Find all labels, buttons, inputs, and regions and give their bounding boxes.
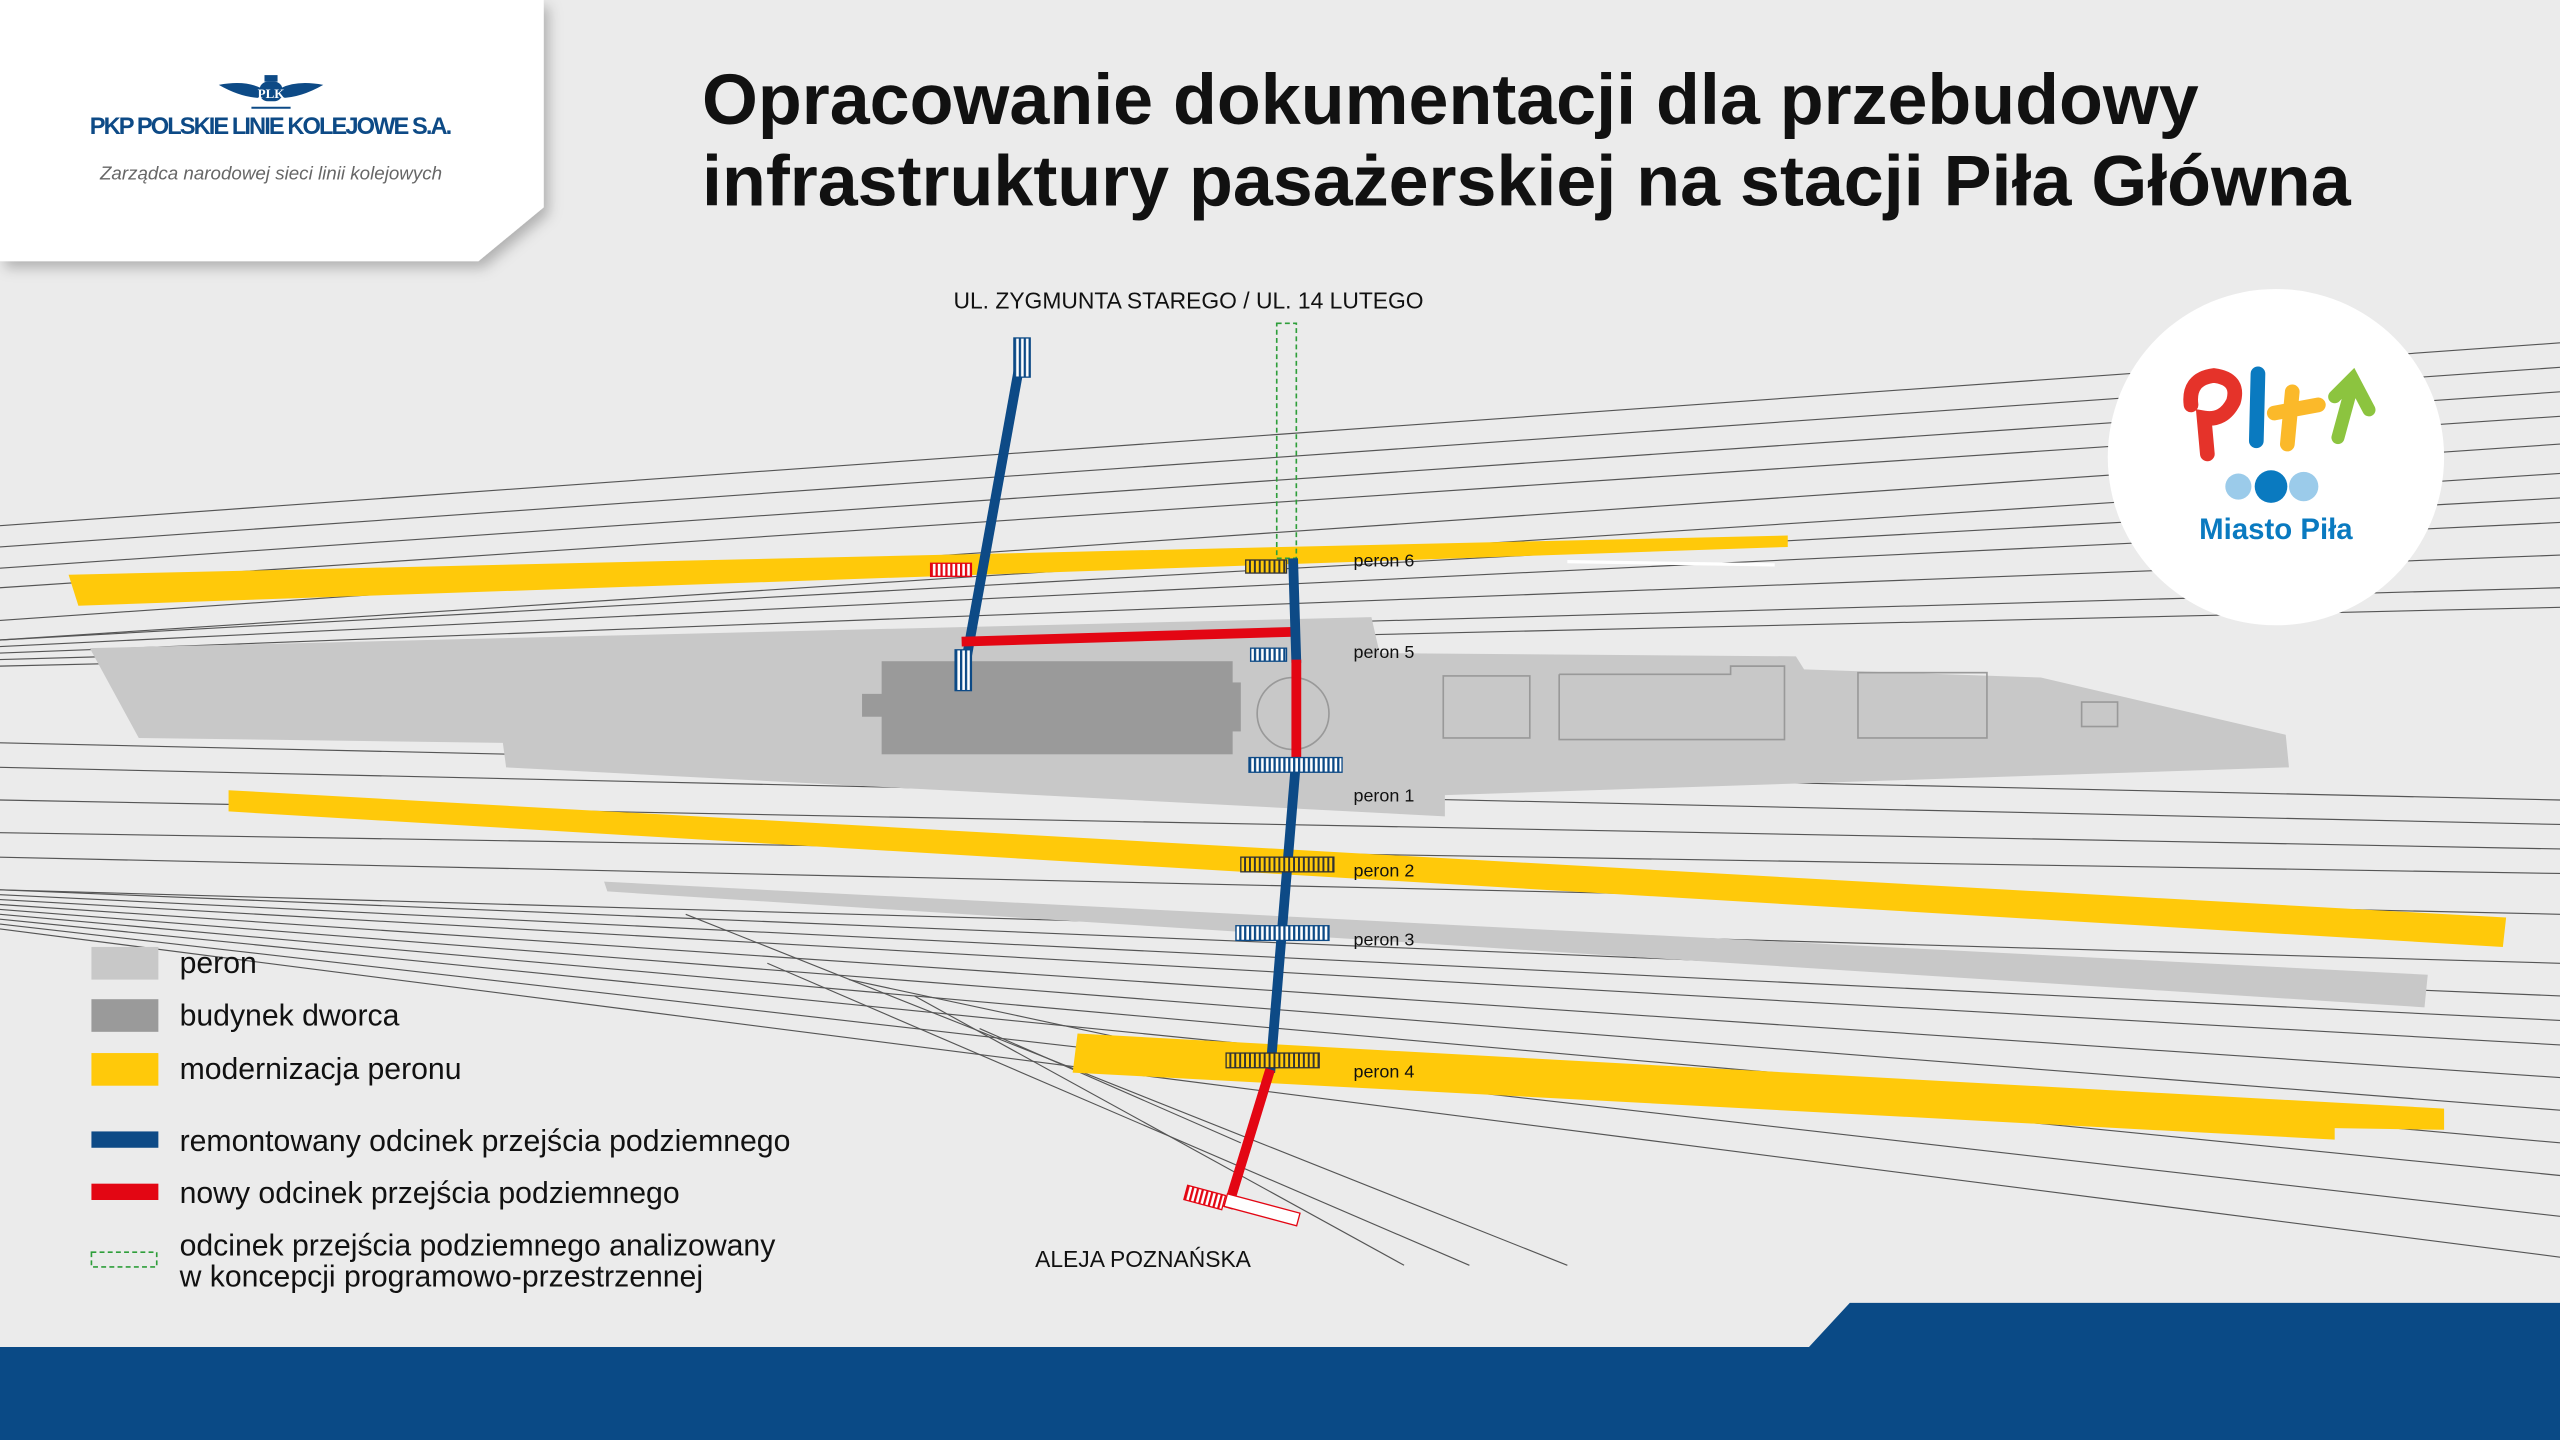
analyzed-passage-section bbox=[1275, 322, 1298, 560]
platform-2-modernization bbox=[228, 790, 2507, 947]
legend-swatch-peron bbox=[91, 946, 159, 980]
renovated-passage-north bbox=[1288, 558, 1302, 664]
legend-swatch-building bbox=[91, 999, 159, 1032]
renovated-passage-west bbox=[956, 350, 1027, 687]
stairs bbox=[929, 337, 1343, 1227]
pila-city-name: Miasto Piła bbox=[2199, 513, 2353, 546]
platform-6-modernization bbox=[68, 535, 1788, 606]
legend: peron budynek dworca modernizacja peronu… bbox=[90, 946, 791, 1294]
label-peron-4: peron 4 bbox=[1353, 1062, 1414, 1082]
station-building bbox=[862, 661, 1241, 755]
label-peron-1: peron 1 bbox=[1353, 786, 1414, 806]
legend-label-peron: peron bbox=[180, 947, 257, 980]
legend-swatch-analyzed bbox=[90, 1251, 158, 1268]
svg-text:PLK: PLK bbox=[258, 86, 286, 101]
track-line bbox=[0, 554, 2560, 654]
stairs-south-2 bbox=[1223, 1192, 1301, 1227]
renovated-passage-south bbox=[1265, 757, 1302, 1074]
street-label-south: ALEJA POZNAŃSKA bbox=[1035, 1246, 1252, 1272]
pkp-plk-logo: PLK PKP POLSKIE LINIE KOLEJOWE S.A. Zarz… bbox=[0, 0, 544, 262]
legend-label-new: nowy odcinek przejścia podziemnego bbox=[180, 1177, 680, 1210]
page-title-line-1: Opracowanie dokumentacji dla przebudowy bbox=[702, 60, 2199, 140]
footer-band bbox=[0, 1302, 2560, 1440]
pila-500-wordmark bbox=[2183, 366, 2376, 503]
track-line bbox=[914, 995, 1405, 1266]
label-peron-2: peron 2 bbox=[1353, 861, 1414, 881]
pkp-company-name: PKP POLSKIE LINIE KOLEJOWE S.A. bbox=[90, 114, 452, 140]
legend-label-building: budynek dworca bbox=[180, 999, 400, 1032]
track-line bbox=[767, 962, 1470, 1266]
stairs-peron1 bbox=[1248, 756, 1343, 773]
platform-4-modernization bbox=[1072, 1033, 2445, 1140]
label-peron-6: peron 6 bbox=[1353, 551, 1414, 571]
auxiliary-buildings bbox=[1256, 665, 2119, 751]
stairs-peron3 bbox=[1235, 925, 1330, 942]
street-label-north: UL. ZYGMUNTA STAREGO / UL. 14 LUTEGO bbox=[953, 288, 1423, 314]
track-line bbox=[979, 1028, 1242, 1144]
track-line bbox=[0, 928, 2560, 1258]
legend-swatch-renovated bbox=[91, 1131, 159, 1148]
stairs-peron6-west bbox=[929, 562, 973, 577]
legend-label-analyzed-2: w koncepcji programowo-przestrzennej bbox=[179, 1261, 703, 1294]
stairs-north-west bbox=[1013, 337, 1031, 378]
new-passage-south bbox=[1223, 1067, 1275, 1210]
track-line bbox=[685, 913, 1568, 1266]
label-peron-5: peron 5 bbox=[1353, 642, 1414, 662]
plk-winged-emblem: PLK bbox=[218, 75, 324, 109]
stairs-peron5 bbox=[1249, 647, 1288, 662]
stairs-peron4 bbox=[1225, 1052, 1320, 1069]
miasto-pila-logo: Miasto Piła bbox=[2107, 288, 2445, 626]
label-peron-3: peron 3 bbox=[1353, 929, 1414, 949]
legend-label-modernization: modernizacja peronu bbox=[180, 1053, 462, 1086]
new-passage-connector bbox=[961, 626, 1294, 647]
stairs-south-1 bbox=[1183, 1184, 1227, 1211]
stairs-peron6 bbox=[1245, 559, 1288, 574]
stairs-peron2 bbox=[1240, 856, 1335, 873]
page-title-line-2: infrastruktury pasażerskiej na stacji Pi… bbox=[702, 142, 2352, 222]
stairs-building bbox=[954, 649, 973, 692]
platform-3 bbox=[604, 881, 2428, 1008]
legend-label-renovated: remontowany odcinek przejścia podziemneg… bbox=[180, 1125, 791, 1158]
legend-swatch-modernization bbox=[91, 1053, 159, 1086]
underpass-network bbox=[956, 350, 1302, 1210]
legend-swatch-new bbox=[91, 1183, 159, 1200]
legend-label-analyzed-1: odcinek przejścia podziemnego analizowan… bbox=[180, 1230, 777, 1263]
pkp-tagline: Zarządca narodowej sieci linii kolejowyc… bbox=[99, 163, 442, 184]
platform-6-edge bbox=[1567, 560, 1775, 567]
